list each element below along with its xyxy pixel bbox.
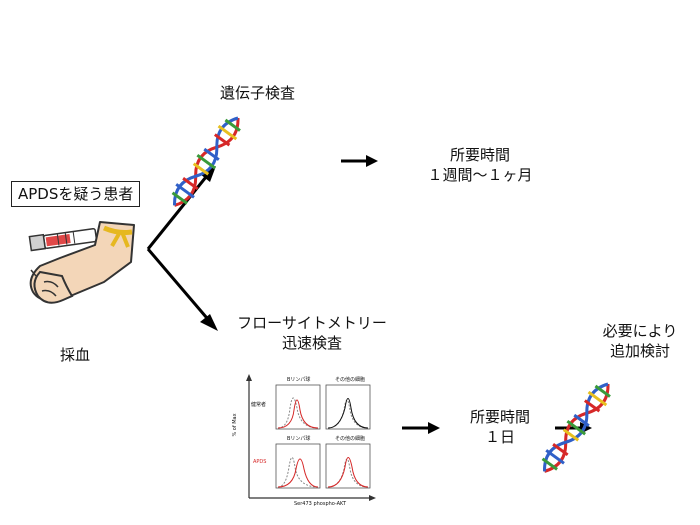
histogram-col-label-b-cells-2: Bリンパ球 (287, 436, 311, 442)
dna-icon (171, 116, 241, 207)
histogram-panel (325, 443, 371, 489)
histogram-col-label-b-cells: Bリンパ球 (287, 377, 311, 383)
genetic-test-time-value: １週間〜１ヶ月 (427, 166, 533, 184)
arrow-flow-to-time (402, 422, 440, 434)
flow-test-time-value: １日 (484, 428, 515, 446)
histogram-panel (275, 443, 321, 489)
additional-line2: 追加検討 (609, 342, 670, 360)
flow-test-subtitle: 迅速検査 (281, 334, 342, 352)
dna-icon-2 (541, 382, 611, 473)
flow-histogram-figure (246, 374, 376, 501)
patient-box: APDSを疑う患者 (11, 181, 141, 207)
genetic-test-time-label: 所要時間 (449, 146, 510, 164)
histogram-col-label-other-cells: その他の細胞 (335, 377, 366, 383)
histogram-row-label-apds: APDS (253, 459, 267, 465)
genetic-test-title: 遺伝子検査 (220, 84, 296, 102)
patient-label: APDSを疑う患者 (18, 185, 134, 203)
arrow-genetic-to-time (341, 155, 378, 167)
arm-icon (29, 221, 135, 304)
histogram-y-label: % of Max (232, 413, 238, 437)
blood-draw-label: 採血 (59, 346, 90, 364)
histogram-col-label-other-cells-2: その他の細胞 (335, 436, 366, 442)
additional-line1: 必要により (602, 322, 678, 340)
histogram-row-label-healthy: 健常者 (251, 402, 267, 408)
histogram-x-label: Ser473 phospho-AKT (294, 501, 346, 507)
flow-test-time-label: 所要時間 (469, 408, 530, 426)
histogram-panel (275, 384, 321, 430)
histogram-panel (325, 384, 371, 430)
flow-test-title: フローサイトメトリー (237, 314, 387, 332)
